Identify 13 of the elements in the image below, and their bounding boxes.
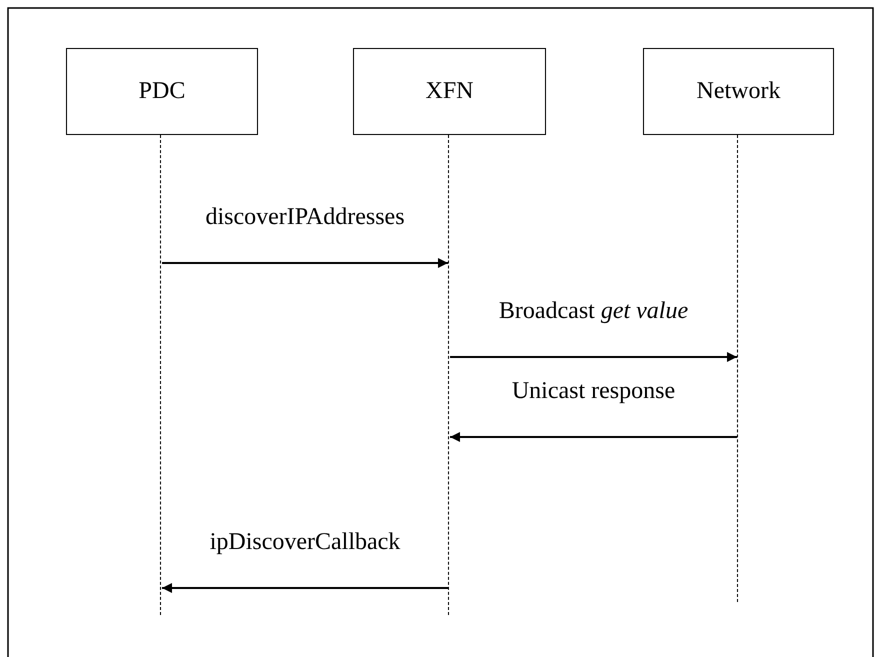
message-arrow <box>162 583 448 593</box>
participant-name: PDC <box>138 78 186 105</box>
message-arrow <box>162 258 448 268</box>
participant-name: XFN <box>425 78 474 105</box>
participant-box <box>66 48 258 135</box>
participant-name: Network <box>696 78 780 105</box>
lifeline <box>448 135 450 615</box>
participant-box <box>643 48 834 135</box>
lifeline <box>737 135 739 602</box>
participant-box <box>353 48 546 135</box>
lifeline <box>160 135 162 615</box>
message-arrow <box>450 352 737 362</box>
message-arrow <box>450 432 737 442</box>
